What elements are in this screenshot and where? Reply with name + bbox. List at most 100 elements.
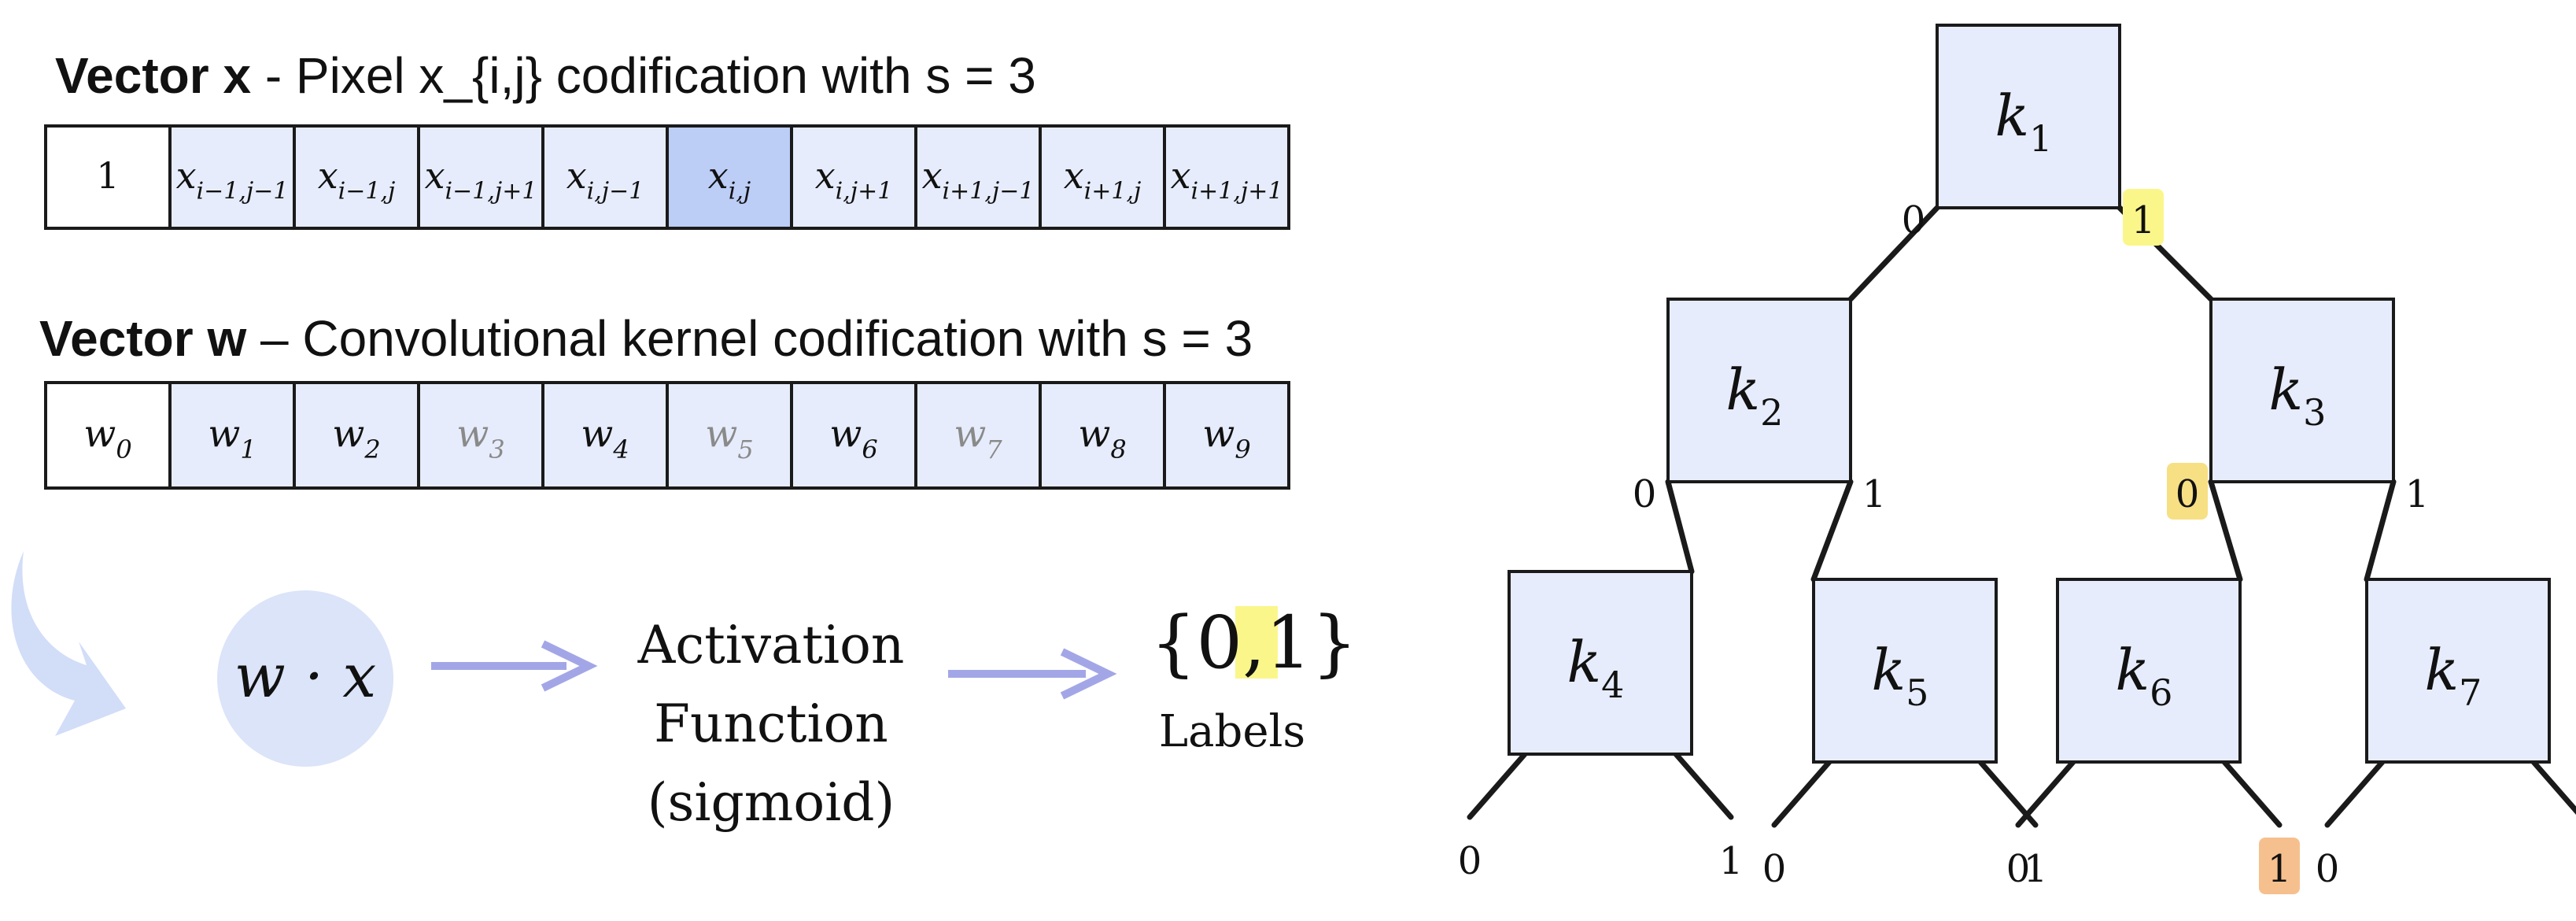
arrow-icon [948, 648, 1117, 700]
cell-sub: i+1,j−1 [943, 177, 1035, 205]
wcells-cell-label: w8 [1078, 412, 1126, 464]
cell-base: 1 [96, 154, 119, 197]
wcells-cell-label: w4 [581, 412, 629, 464]
cell-sub: i−1,j−1 [197, 177, 289, 205]
cell-base: w [954, 412, 986, 456]
edge-label: 1 [2131, 198, 2156, 242]
node-sub: 6 [2150, 671, 2172, 714]
tree-edge [1810, 479, 1854, 583]
wcells-cell [1163, 381, 1290, 490]
vector-x-title: Vector x - Pixel x_{i,j} codification wi… [55, 47, 1036, 104]
tree-node-k3 [2209, 298, 2395, 483]
cell-sub: 6 [862, 435, 877, 464]
tree-node-k7 [2365, 578, 2551, 764]
node-sub: 2 [1760, 391, 1783, 434]
edge-label: 0 [2176, 472, 2200, 516]
activation-line-1: Activation [637, 615, 905, 675]
cell-base: w [1078, 412, 1110, 456]
xcells-cell-label: xi+1,j [1064, 154, 1142, 205]
cell-base: w [1202, 412, 1234, 456]
edge-label: 0 [1902, 198, 1926, 242]
cell-sub: i+1,j [1084, 177, 1142, 205]
cell-base: w [705, 412, 737, 456]
tree-edge [1665, 479, 1695, 575]
cell-sub: i,j−1 [587, 177, 644, 205]
cell-base: x [815, 154, 836, 197]
xcells-cell-label: xi−1,j+1 [425, 154, 537, 205]
edge-label-highlight [2123, 189, 2164, 246]
cell-base: w [581, 412, 613, 456]
arrow-icon [431, 640, 598, 692]
edge-label: 1 [1719, 839, 1744, 883]
node-base: k [1995, 83, 2030, 149]
cell-base: w [829, 412, 862, 456]
edge-label: 0 [1633, 472, 1657, 516]
tree-node-label: k2 [1726, 357, 1784, 434]
tree-node-label: k4 [1567, 629, 1625, 706]
xcells-cell-label: xi,j+1 [815, 154, 893, 205]
activation-line-3: (sigmoid) [648, 772, 895, 833]
tree-edge [2208, 479, 2243, 583]
binary-tree: 01010101010101k1k2k3k4k5k6k7 [1458, 24, 2576, 894]
cell-base: w [332, 412, 364, 456]
wcells-cell [541, 381, 669, 490]
curved-arrow-icon [11, 551, 126, 736]
node-base: k [2116, 637, 2150, 703]
node-base: k [1872, 637, 1906, 703]
wcells-cell-label: w2 [332, 412, 380, 464]
node-base: k [2269, 357, 2304, 423]
node-base: k [1567, 629, 1602, 695]
vector-w-title-bold: Vector w [39, 310, 246, 367]
xcells-cell-label: xi,j [708, 154, 751, 205]
leaf-edge [1771, 759, 1832, 828]
xcells-cell [44, 124, 172, 230]
cell-base: x [922, 154, 943, 197]
vector-x-title-bold: Vector x [55, 47, 251, 104]
cell-sub: 1 [240, 435, 256, 464]
wcells-cell [790, 381, 917, 490]
cell-base: x [318, 154, 338, 197]
leaf-edge [2221, 759, 2283, 828]
vector-x-title-rest: - Pixel x_{i,j} codification with s = 3 [251, 47, 1036, 104]
node-sub: 4 [1601, 664, 1624, 706]
cell-sub: 0 [116, 435, 131, 464]
wcells-cell-label: w5 [705, 412, 753, 464]
dot-product-text: w · x [234, 641, 376, 711]
cell-sub: i+1,j+1 [1191, 177, 1283, 205]
tree-node-label: k5 [1872, 637, 1929, 714]
cell-sub: i−1,j+1 [445, 177, 537, 205]
tree-node-k2 [1666, 298, 1852, 483]
wcells-cell [666, 381, 793, 490]
cell-sub: 5 [737, 435, 753, 464]
cell-base: x [1171, 154, 1191, 197]
xcells-cell-label: xi,j−1 [566, 154, 644, 205]
edge-label: 1 [2024, 847, 2048, 891]
edge-label: 0 [2006, 847, 2031, 891]
xcells-cell [914, 124, 1042, 230]
cell-sub: 3 [489, 435, 504, 464]
cell-base: x [1064, 154, 1084, 197]
xcells-cell [168, 124, 296, 230]
node-sub: 7 [2459, 671, 2482, 714]
node-base: k [2425, 637, 2460, 703]
xcells-cell [1039, 124, 1166, 230]
xcells-cell [666, 124, 793, 230]
edge-label: 1 [1862, 472, 1887, 516]
cell-base: x [425, 154, 445, 197]
xcells-cell-label: xi−1,j [318, 154, 396, 205]
xcells-cell [790, 124, 917, 230]
cell-sub: i,j+1 [836, 177, 893, 205]
cell-sub: 8 [1110, 435, 1126, 464]
wcells-cell [44, 381, 172, 490]
wcells-cell-label: w9 [1202, 412, 1250, 464]
tree-node-k1 [1936, 24, 2121, 209]
node-sub: 5 [1906, 671, 1928, 714]
wcells-cell-label: w6 [829, 412, 877, 464]
cell-sub: 7 [986, 435, 1002, 464]
node-base: k [1726, 357, 1761, 423]
tree-node-k6 [2056, 578, 2242, 764]
xcells-cell-label: xi−1,j−1 [176, 154, 289, 205]
leaf-edge [1467, 751, 1528, 820]
cell-sub: 9 [1234, 435, 1250, 464]
cell-base: w [208, 412, 240, 456]
